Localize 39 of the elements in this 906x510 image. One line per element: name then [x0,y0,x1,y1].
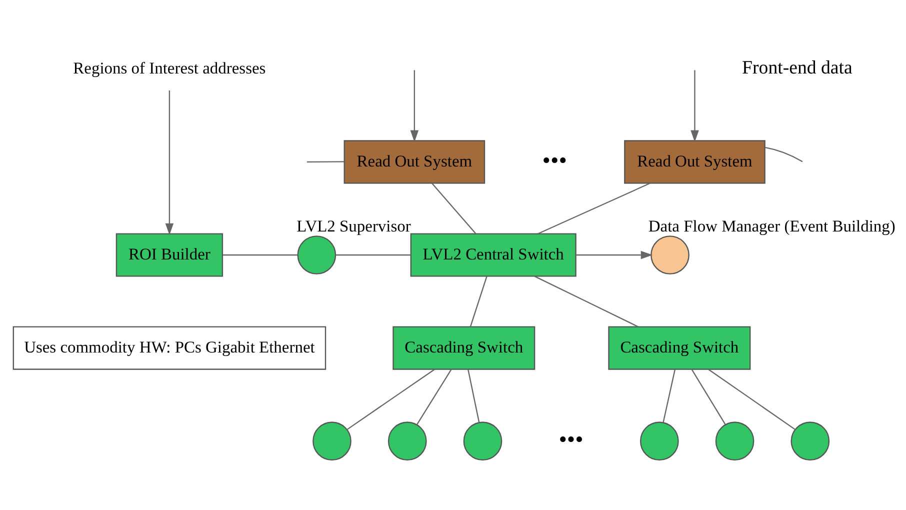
node-circle [297,236,336,274]
label: ••• [558,426,584,453]
connector [534,276,638,328]
connector [470,276,488,327]
node-label: Data Flow Manager (Event Building) [648,216,896,236]
node-text: Regions of Interest addresses [73,58,266,78]
node-circle [790,422,830,461]
node-circle [463,422,502,461]
node-circle [312,422,352,461]
node-box: Cascading Switch [608,326,751,370]
node-circle [715,422,754,461]
connector [764,146,803,162]
connector [306,161,344,163]
connector [416,369,452,425]
node-box: Read Out System [344,140,486,184]
label: ••• [542,148,567,174]
node-box: LVL2 Central Switch [410,233,576,277]
connector [346,368,435,430]
arrow [576,250,653,260]
connector [432,182,476,234]
connector [708,368,796,430]
node-box: Cascading Switch [392,326,536,370]
node-circle [640,422,679,461]
node-box: Uses commodity HW: PCs Gigabit Ethernet [12,326,326,370]
arrow [410,70,419,142]
label: Front-end data [742,57,852,78]
connector [336,254,411,256]
node-circle [650,236,690,274]
connector [691,369,726,425]
node-label: LVL2 Supervisor [296,216,411,236]
node-circle [388,422,427,461]
connector [468,369,480,422]
node-box: Read Out System [624,140,766,184]
connector [538,182,650,234]
node-box: ROI Builder [116,233,224,277]
connector [222,254,298,256]
connector [662,369,676,422]
arrow [690,70,699,142]
arrow [165,90,174,236]
